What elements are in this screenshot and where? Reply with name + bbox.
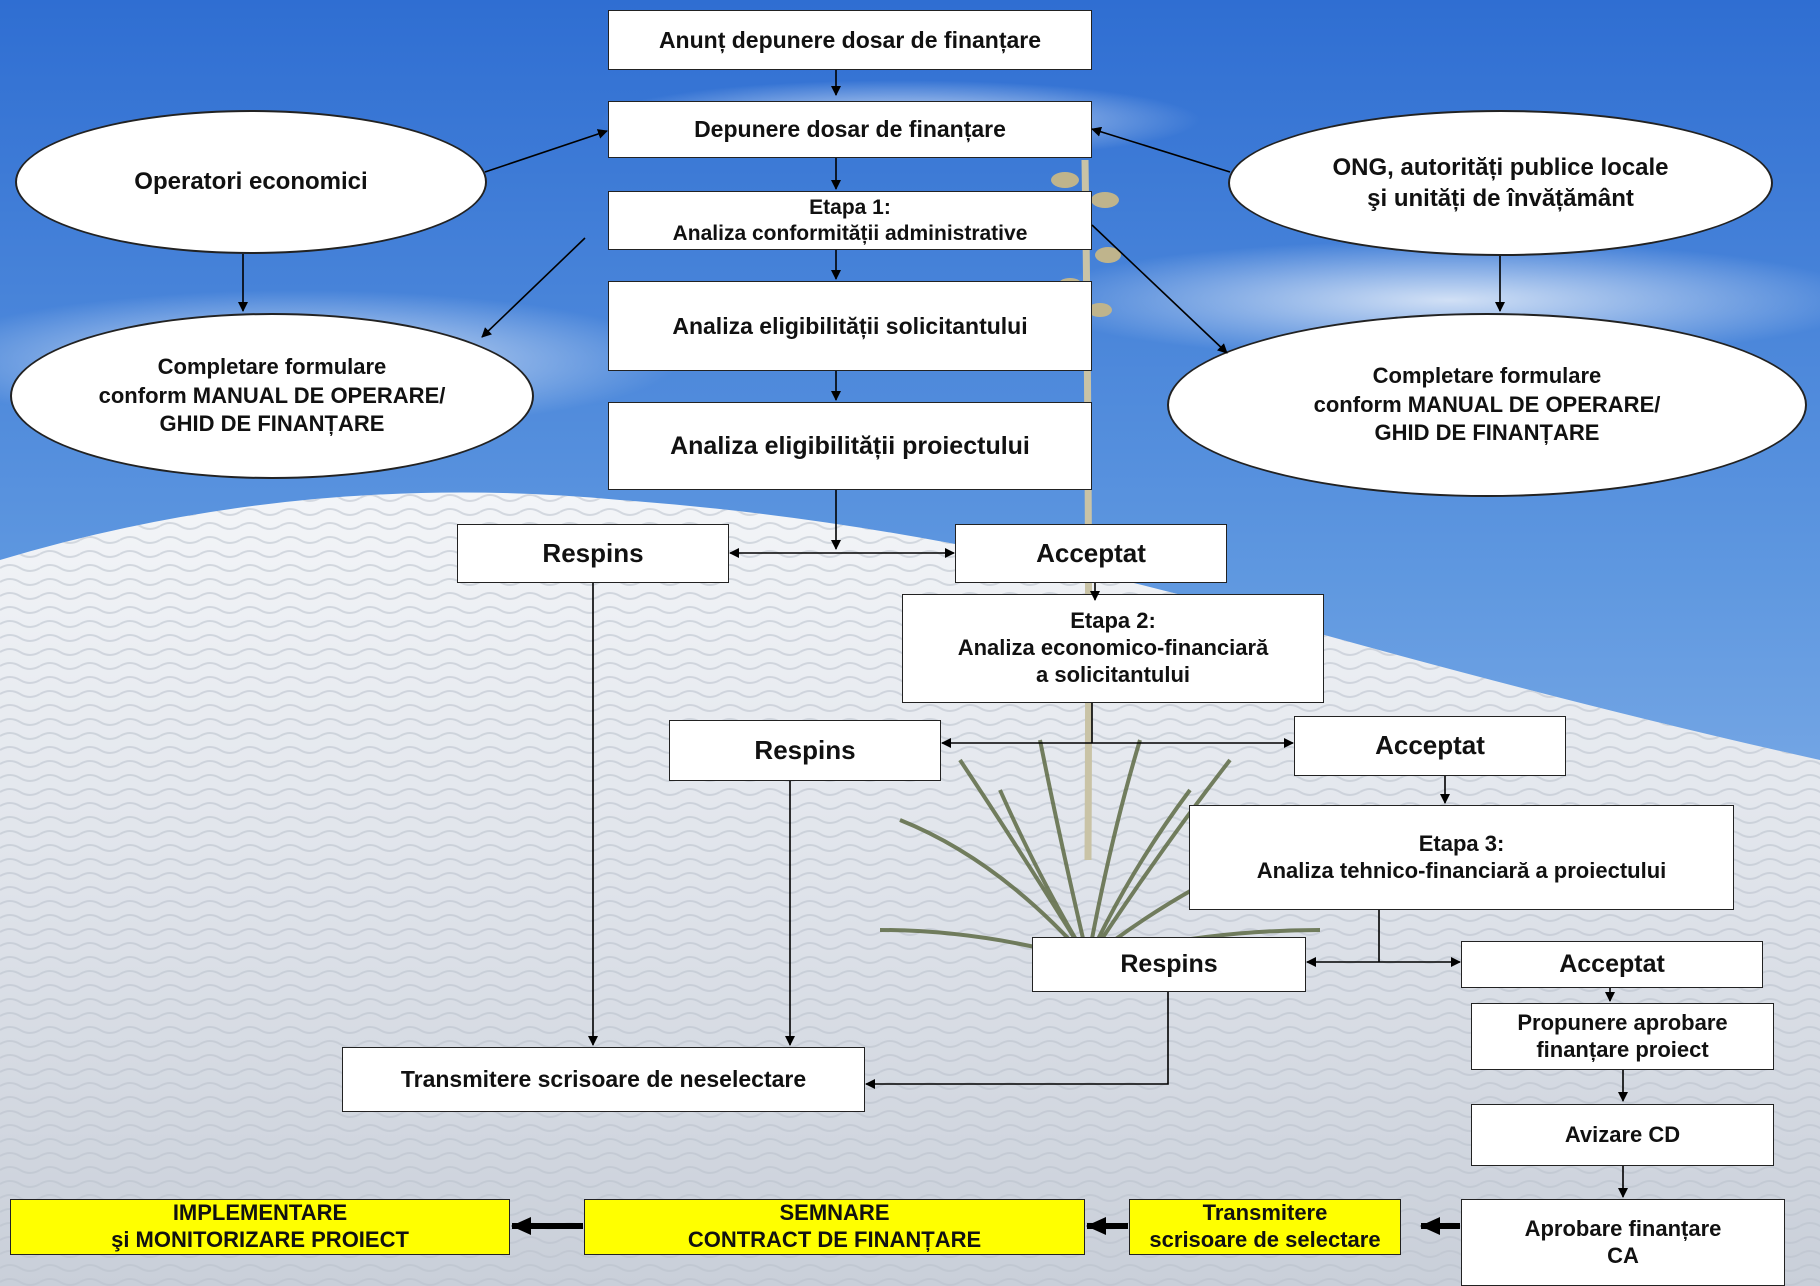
step-stage2-economic-financial: Etapa 2: Analiza economico-financiară a … [902, 594, 1324, 703]
step-approve-ca: Aprobare finanțare CA [1461, 1199, 1785, 1286]
forms-operating-manual-right: Completare formulare conform MANUAL DE O… [1167, 313, 1807, 497]
result-accepted-stage1: Acceptat [955, 524, 1227, 583]
step-stage1-administrative: Etapa 1: Analiza conformității administr… [608, 191, 1092, 250]
step-implementation-monitoring: IMPLEMENTARE şi MONITORIZARE PROIECT [10, 1199, 510, 1255]
step-non-selection-letter: Transmitere scrisoare de neselectare [342, 1047, 865, 1112]
step-eligibility-project: Analiza eligibilității proiectului [608, 402, 1092, 490]
step-announce: Anunț depunere dosar de finanțare [608, 10, 1092, 70]
result-accepted-stage3: Acceptat [1461, 941, 1763, 988]
result-rejected-stage3: Respins [1032, 937, 1306, 992]
step-submit-dossier: Depunere dosar de finanțare [608, 101, 1092, 158]
step-stage3-technical-financial: Etapa 3: Analiza tehnico-financiară a pr… [1189, 805, 1734, 910]
actor-economic-operators: Operatori economici [15, 110, 487, 254]
result-rejected-stage1: Respins [457, 524, 729, 583]
result-accepted-stage2: Acceptat [1294, 716, 1566, 776]
forms-operating-manual-left: Completare formulare conform MANUAL DE O… [10, 313, 534, 479]
step-endorse-cd: Avizare CD [1471, 1104, 1774, 1166]
step-eligibility-applicant: Analiza eligibilității solicitantului [608, 281, 1092, 371]
step-selection-letter: Transmitere scrisoare de selectare [1129, 1199, 1401, 1255]
actor-ngo-public-authorities: ONG, autorități publice locale şi unităț… [1228, 110, 1773, 256]
step-propose-approval: Propunere aprobare finanțare proiect [1471, 1003, 1774, 1070]
result-rejected-stage2: Respins [669, 720, 941, 781]
step-sign-contract: SEMNARE CONTRACT DE FINANȚARE [584, 1199, 1085, 1255]
